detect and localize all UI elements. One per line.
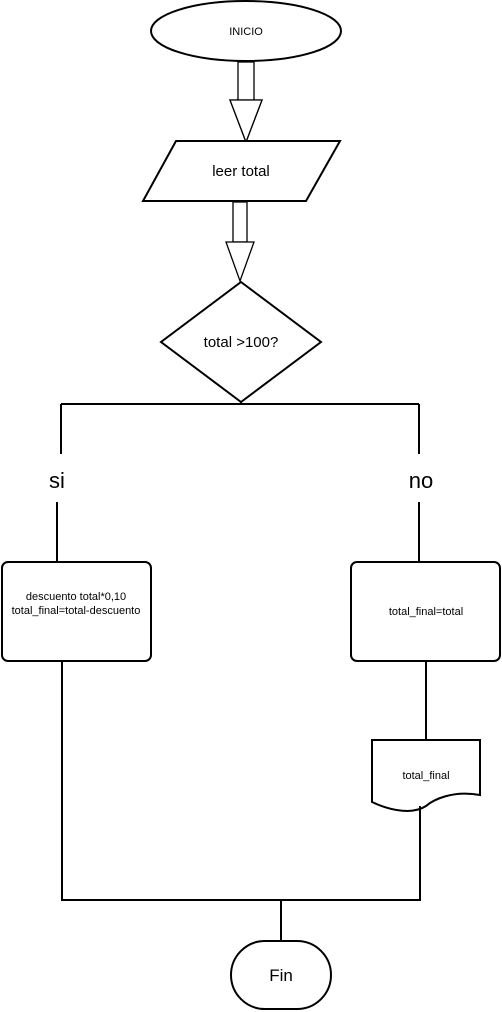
process-no-label: total_final=total — [389, 606, 463, 618]
start-ellipse — [150, 0, 342, 62]
input-parallelogram — [141, 140, 342, 202]
output-document — [371, 739, 481, 812]
input-label: leer total — [212, 163, 270, 180]
process-no-node: total_final=total — [350, 561, 501, 662]
end-terminal — [230, 940, 332, 1010]
branch-yes-label: si — [49, 468, 65, 493]
start-label: INICIO — [229, 26, 263, 38]
input-node: leer total — [141, 140, 342, 202]
output-label: total_final — [402, 770, 449, 782]
process-yes-line1: descuento total*0,10 — [26, 591, 126, 603]
output-node: total_final — [371, 739, 481, 812]
decision-node: total >100? — [159, 280, 323, 404]
arrow-input-to-decision-head — [225, 241, 255, 283]
process-yes-node: descuento total*0,10 total_final=total-d… — [1, 561, 152, 662]
arrow-start-to-input-head — [229, 99, 263, 144]
branch-no-label: no — [409, 468, 433, 493]
arrow-start-to-input-shaft — [237, 61, 255, 101]
merge-connector — [61, 661, 421, 901]
decision-label: total >100? — [204, 334, 279, 351]
end-node: Fin — [230, 940, 332, 1010]
branch-connector — [60, 402, 420, 454]
start-node: INICIO — [150, 0, 342, 62]
arrow-input-to-decision-shaft — [232, 201, 248, 243]
end-label: Fin — [269, 966, 293, 985]
process-yes-line2: total_final=total-descuento — [12, 605, 141, 617]
process-yes-box — [1, 561, 152, 662]
